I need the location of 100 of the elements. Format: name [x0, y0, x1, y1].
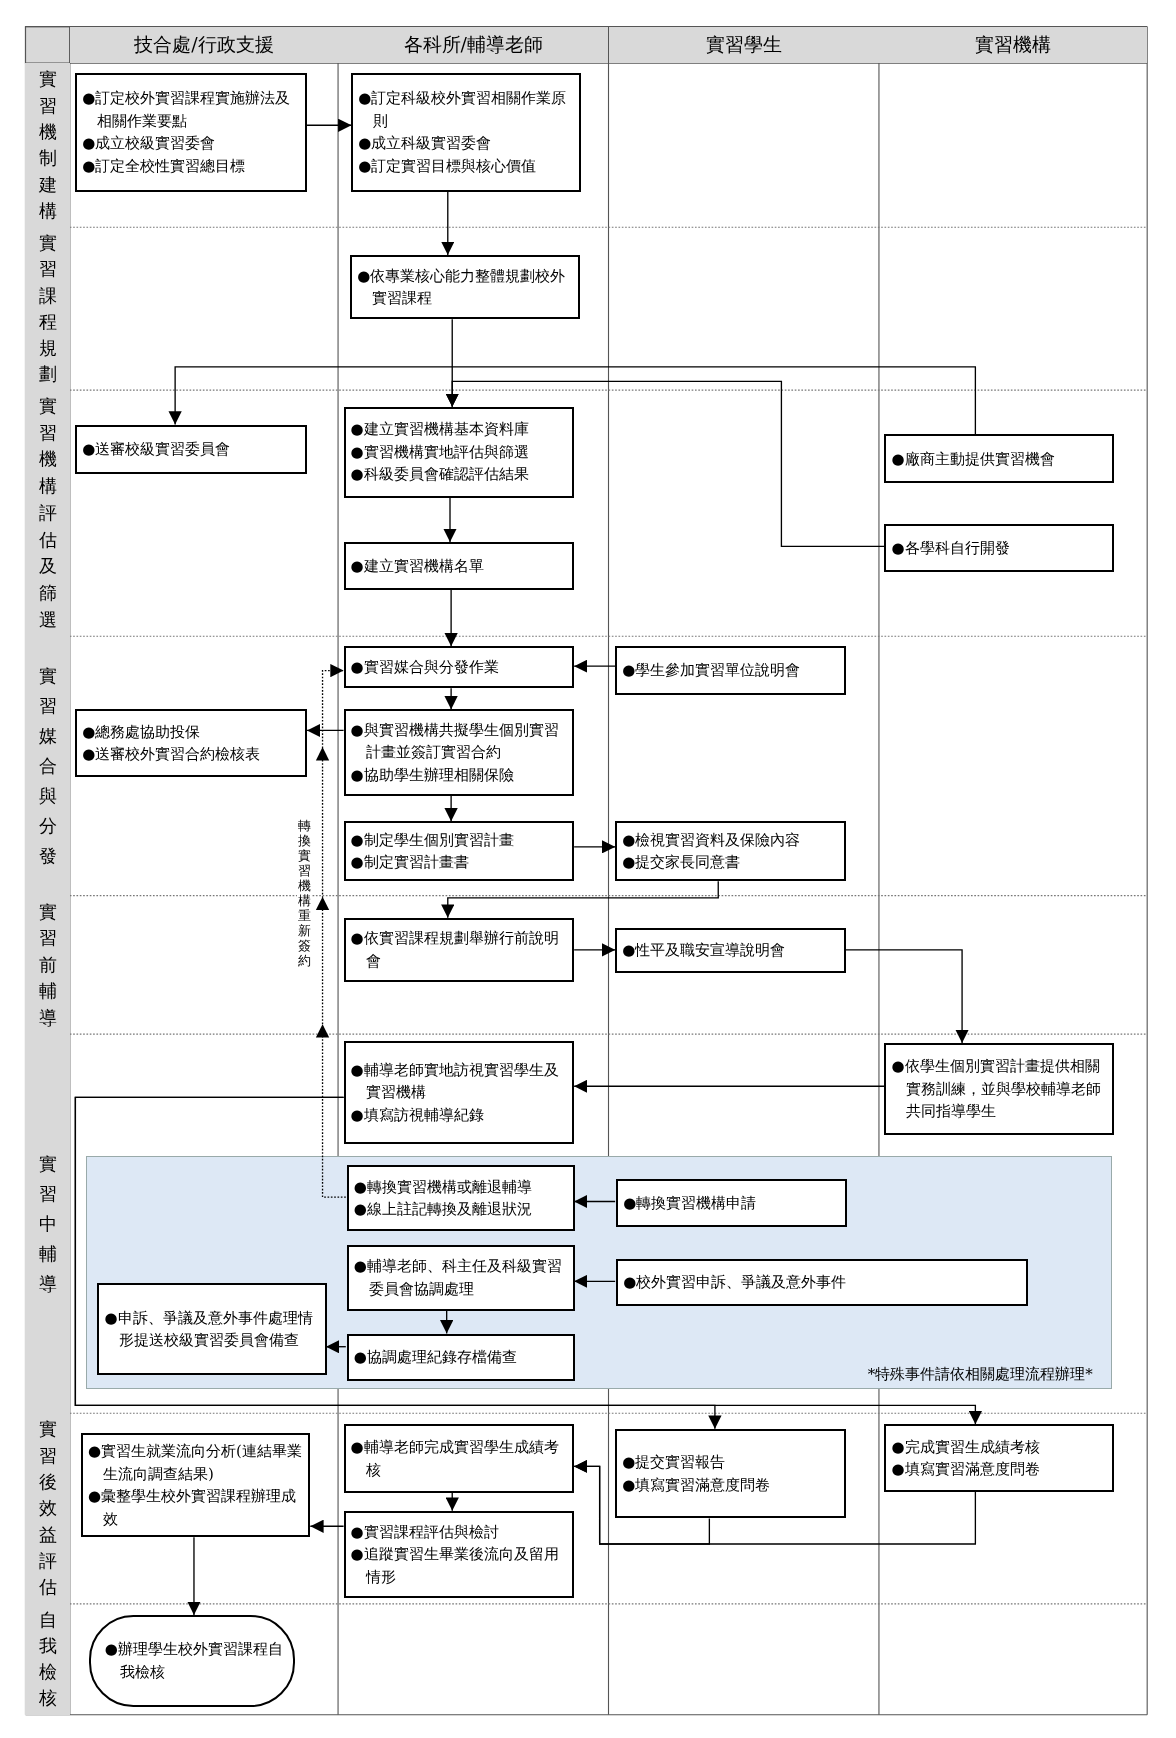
arrow	[445, 380, 886, 548]
process-box	[75, 709, 307, 777]
box-text: ●提交家長同意書	[622, 852, 742, 874]
box-text: ●實習課程評估與檢討	[350, 1521, 500, 1543]
box-text: ●成立科級實習委會	[358, 133, 493, 155]
box-text: ●實習機構實地評估與篩選	[350, 441, 530, 463]
box-text: ●填寫訪視輔導紀錄	[350, 1104, 485, 1126]
box-text: ●實習生就業流向分析(連結畢業生流向調查結果)	[87, 1441, 303, 1485]
box-text: ●輔導老師完成實習學生成績考核	[350, 1437, 560, 1481]
box-text: ●建立實習機構基本資料庫	[350, 419, 530, 441]
process-box	[343, 1510, 575, 1599]
arrow	[444, 589, 458, 647]
process-box	[615, 646, 846, 695]
arrow	[573, 840, 616, 854]
box-text: ●線上註記轉換及離退狀況	[353, 1199, 533, 1221]
arrow	[573, 1194, 616, 1209]
box-text: ●性平及職安宣導說明會	[622, 940, 787, 962]
row-header: 實習中輔導	[25, 1034, 70, 1414]
arrow	[306, 118, 353, 132]
box-text: ●辦理學生校外實習課程自我檢核	[104, 1639, 284, 1683]
row-header: 實習機構評估及篩選	[25, 390, 70, 637]
dashed-arrow	[315, 663, 347, 1198]
row-header: 實習課程規劃	[25, 227, 70, 391]
arrow	[74, 1096, 983, 1425]
column-header: 實習學生	[608, 26, 879, 64]
arrow	[444, 687, 458, 711]
box-text: ●各學科自行開發	[891, 537, 1011, 559]
box-text: ●訂定全校性實習總目標	[82, 155, 247, 177]
arrow	[573, 943, 616, 957]
process-box	[80, 1433, 311, 1538]
process-box	[346, 1164, 576, 1232]
process-box	[346, 1334, 576, 1381]
box-text: ●轉換實習機構申請	[623, 1192, 758, 1214]
arrow	[573, 1274, 616, 1288]
arrow	[573, 1079, 886, 1093]
process-box	[884, 434, 1114, 484]
note-text: *特殊事件請依相關處理流程辦理*	[867, 1364, 1093, 1384]
process-box	[75, 73, 307, 192]
process-box	[350, 254, 580, 320]
process-box	[75, 424, 307, 475]
box-text: ●依實習課程規劃舉辦行前說明會	[350, 928, 560, 972]
box-text: ●完成實習生成績考核	[891, 1436, 1041, 1458]
highlight-band	[86, 1156, 1112, 1389]
process-box	[343, 542, 575, 590]
row-header: 實習前輔導	[25, 895, 70, 1035]
box-text: ●協助學生辦理相關保險	[350, 764, 515, 786]
edge-label: 轉換實習機構重新簽約	[297, 818, 313, 968]
process-box	[615, 1428, 846, 1519]
box-text: ●成立校級實習委會	[82, 133, 217, 155]
arrow	[187, 1536, 201, 1616]
box-text: ●填寫實習滿意度問卷	[622, 1474, 772, 1496]
process-box	[884, 524, 1114, 572]
box-text: ●訂定科級校外實習相關作業原則	[358, 88, 568, 132]
box-text: ●協調處理紀錄存檔備查	[353, 1347, 518, 1369]
column-header: 技合處/行政支援	[69, 26, 339, 64]
arrow	[441, 880, 719, 919]
box-text: ●依專業核心能力整體規劃校外實習課程	[357, 265, 567, 310]
process-box	[97, 1283, 327, 1376]
arrow	[440, 1309, 454, 1335]
process-box	[343, 1040, 575, 1144]
box-text: ●依學生個別實習計畫提供相關實務訓練，並與學校輔導老師共同指導學生	[891, 1056, 1103, 1123]
arrow	[845, 949, 969, 1044]
box-text: ●訂定實習目標與核心價值	[358, 155, 538, 177]
process-box	[343, 917, 575, 982]
box-text: ●制定學生個別實習計畫	[350, 829, 515, 851]
box-text: ●校外實習申訴、爭議及意外事件	[623, 1272, 848, 1294]
arrow	[445, 1492, 459, 1512]
box-text: ●追蹤實習生畢業後流向及留用情形	[350, 1544, 560, 1588]
process-box	[351, 73, 581, 192]
process-box	[615, 821, 846, 882]
box-text: ●科級委員會確認評估結果	[350, 464, 530, 486]
box-text: ●申訴、爭議及意外事件處理情形提送校級實習委員會備查	[104, 1307, 314, 1352]
process-box	[343, 821, 575, 882]
arrow	[325, 1340, 347, 1354]
arrow	[573, 659, 616, 673]
process-box	[616, 1259, 1029, 1306]
box-text: ●送審校級實習委員會	[82, 439, 232, 461]
row-header: 實習機制建構	[25, 63, 70, 228]
process-box	[346, 1244, 576, 1312]
box-text: ●總務處協助投保	[82, 721, 202, 743]
process-box	[343, 646, 575, 689]
box-text: ●制定實習計畫書	[350, 852, 470, 874]
arrow	[573, 1459, 977, 1545]
row-header: 自我檢核	[25, 1603, 70, 1715]
box-text: ●與實習機構共擬學生個別實習計畫並簽訂實習合約	[350, 719, 560, 764]
process-box	[343, 1424, 575, 1493]
box-text: ●輔導老師、科主任及科級實習委員會協調處理	[353, 1256, 563, 1300]
row-header: 實習媒合與分發	[25, 636, 70, 896]
box-text: ●建立實習機構名單	[350, 555, 485, 577]
arrow	[444, 795, 458, 822]
process-box	[343, 709, 575, 796]
process-box	[615, 927, 846, 974]
box-text: ●填寫實習滿意度問卷	[891, 1459, 1041, 1481]
process-box	[343, 406, 575, 498]
box-text: ●彙整學生校外實習課程辦理成效	[87, 1486, 297, 1530]
process-box	[884, 1424, 1114, 1492]
box-text: ●訂定校外實習課程實施辦法及相關作業要點	[82, 88, 292, 132]
box-text: ●學生參加實習單位說明會	[622, 660, 802, 682]
column-header: 各科所/輔導老師	[338, 26, 609, 64]
box-text: ●輔導老師實地訪視實習學生及實習機構	[350, 1059, 560, 1104]
